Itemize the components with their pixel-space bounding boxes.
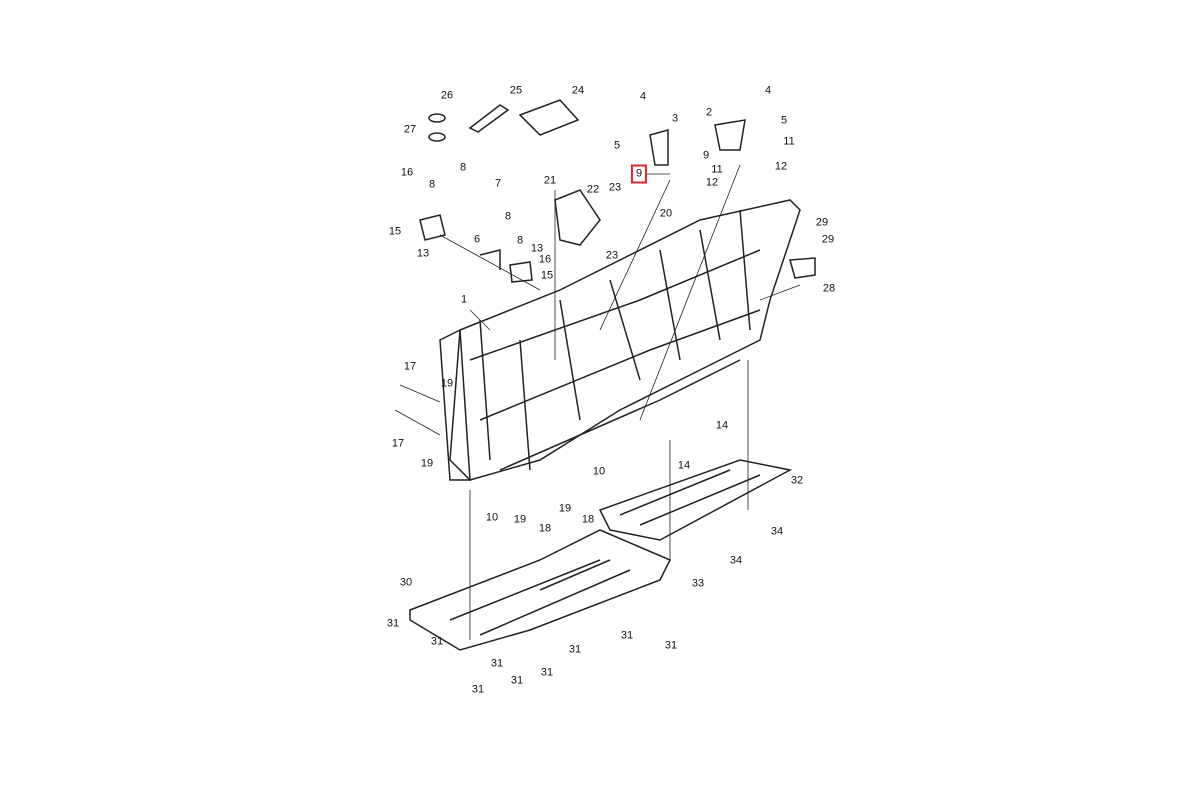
part-callout: 15 [388,225,402,238]
part-callout: 29 [821,233,835,246]
part-callout: 31 [620,629,634,642]
leader-lines [394,164,801,640]
part-callout: 24 [571,84,585,97]
part-callout: 20 [659,207,673,220]
part-callout: 12 [705,176,719,189]
part-callout: 8 [428,178,436,191]
part-callout: 8 [516,234,524,247]
part-callout: 9 [702,149,710,162]
part-callout: 31 [510,674,524,687]
part-callout: 13 [530,242,544,255]
main-frame [409,199,801,651]
highlighted-callout: 9 [630,164,648,184]
part-callout: 18 [538,522,552,535]
part-callout: 13 [416,247,430,260]
part-callout: 34 [770,525,784,538]
part-callout: 11 [711,163,723,176]
part-callout: 17 [403,360,417,373]
part-callout: 30 [399,576,413,589]
part-callout: 5 [780,114,788,127]
part-callout: 10 [485,511,499,524]
part-callout: 31 [540,666,554,679]
part-callout: 31 [490,657,504,670]
part-callout: 16 [538,253,552,266]
part-callout: 31 [430,635,444,648]
part-callout: 19 [558,502,572,515]
part-callout: 19 [513,513,527,526]
part-callout: 7 [494,177,502,190]
part-callout: 31 [568,643,582,656]
part-callout: 14 [677,459,691,472]
part-callout: 19 [420,457,434,470]
part-callout: 5 [613,139,621,152]
part-callout: 26 [440,89,454,102]
part-callout: 31 [471,683,485,696]
part-callout: 1 [460,293,468,306]
part-callout: 32 [790,474,804,487]
part-callout: 29 [815,216,829,229]
part-callout: 16 [400,166,414,179]
part-callout: 21 [543,174,557,187]
part-callout: 18 [581,513,595,526]
part-callout: 12 [774,160,788,173]
part-callout: 27 [403,123,417,136]
part-callout: 8 [504,210,512,223]
part-callout: 11 [783,135,795,148]
small-parts [419,99,816,283]
part-callout: 19 [440,377,454,390]
part-callout: 31 [386,617,400,630]
part-callout: 23 [605,249,619,262]
part-callout: 15 [540,269,554,282]
part-callout: 3 [671,112,679,125]
part-callout: 10 [592,465,606,478]
part-callout: 22 [586,183,600,196]
part-callout: 4 [639,90,647,103]
part-callout: 2 [705,106,713,119]
part-callout: 33 [691,577,705,590]
part-callout: 25 [509,84,523,97]
part-callout: 8 [459,161,467,174]
part-callout: 6 [473,233,481,246]
part-callout: 23 [608,181,622,194]
part-callout: 4 [764,84,772,97]
part-callout: 28 [822,282,836,295]
part-callout: 31 [664,639,678,652]
part-callout: 17 [391,437,405,450]
part-callout: 34 [729,554,743,567]
part-callout: 14 [715,419,729,432]
